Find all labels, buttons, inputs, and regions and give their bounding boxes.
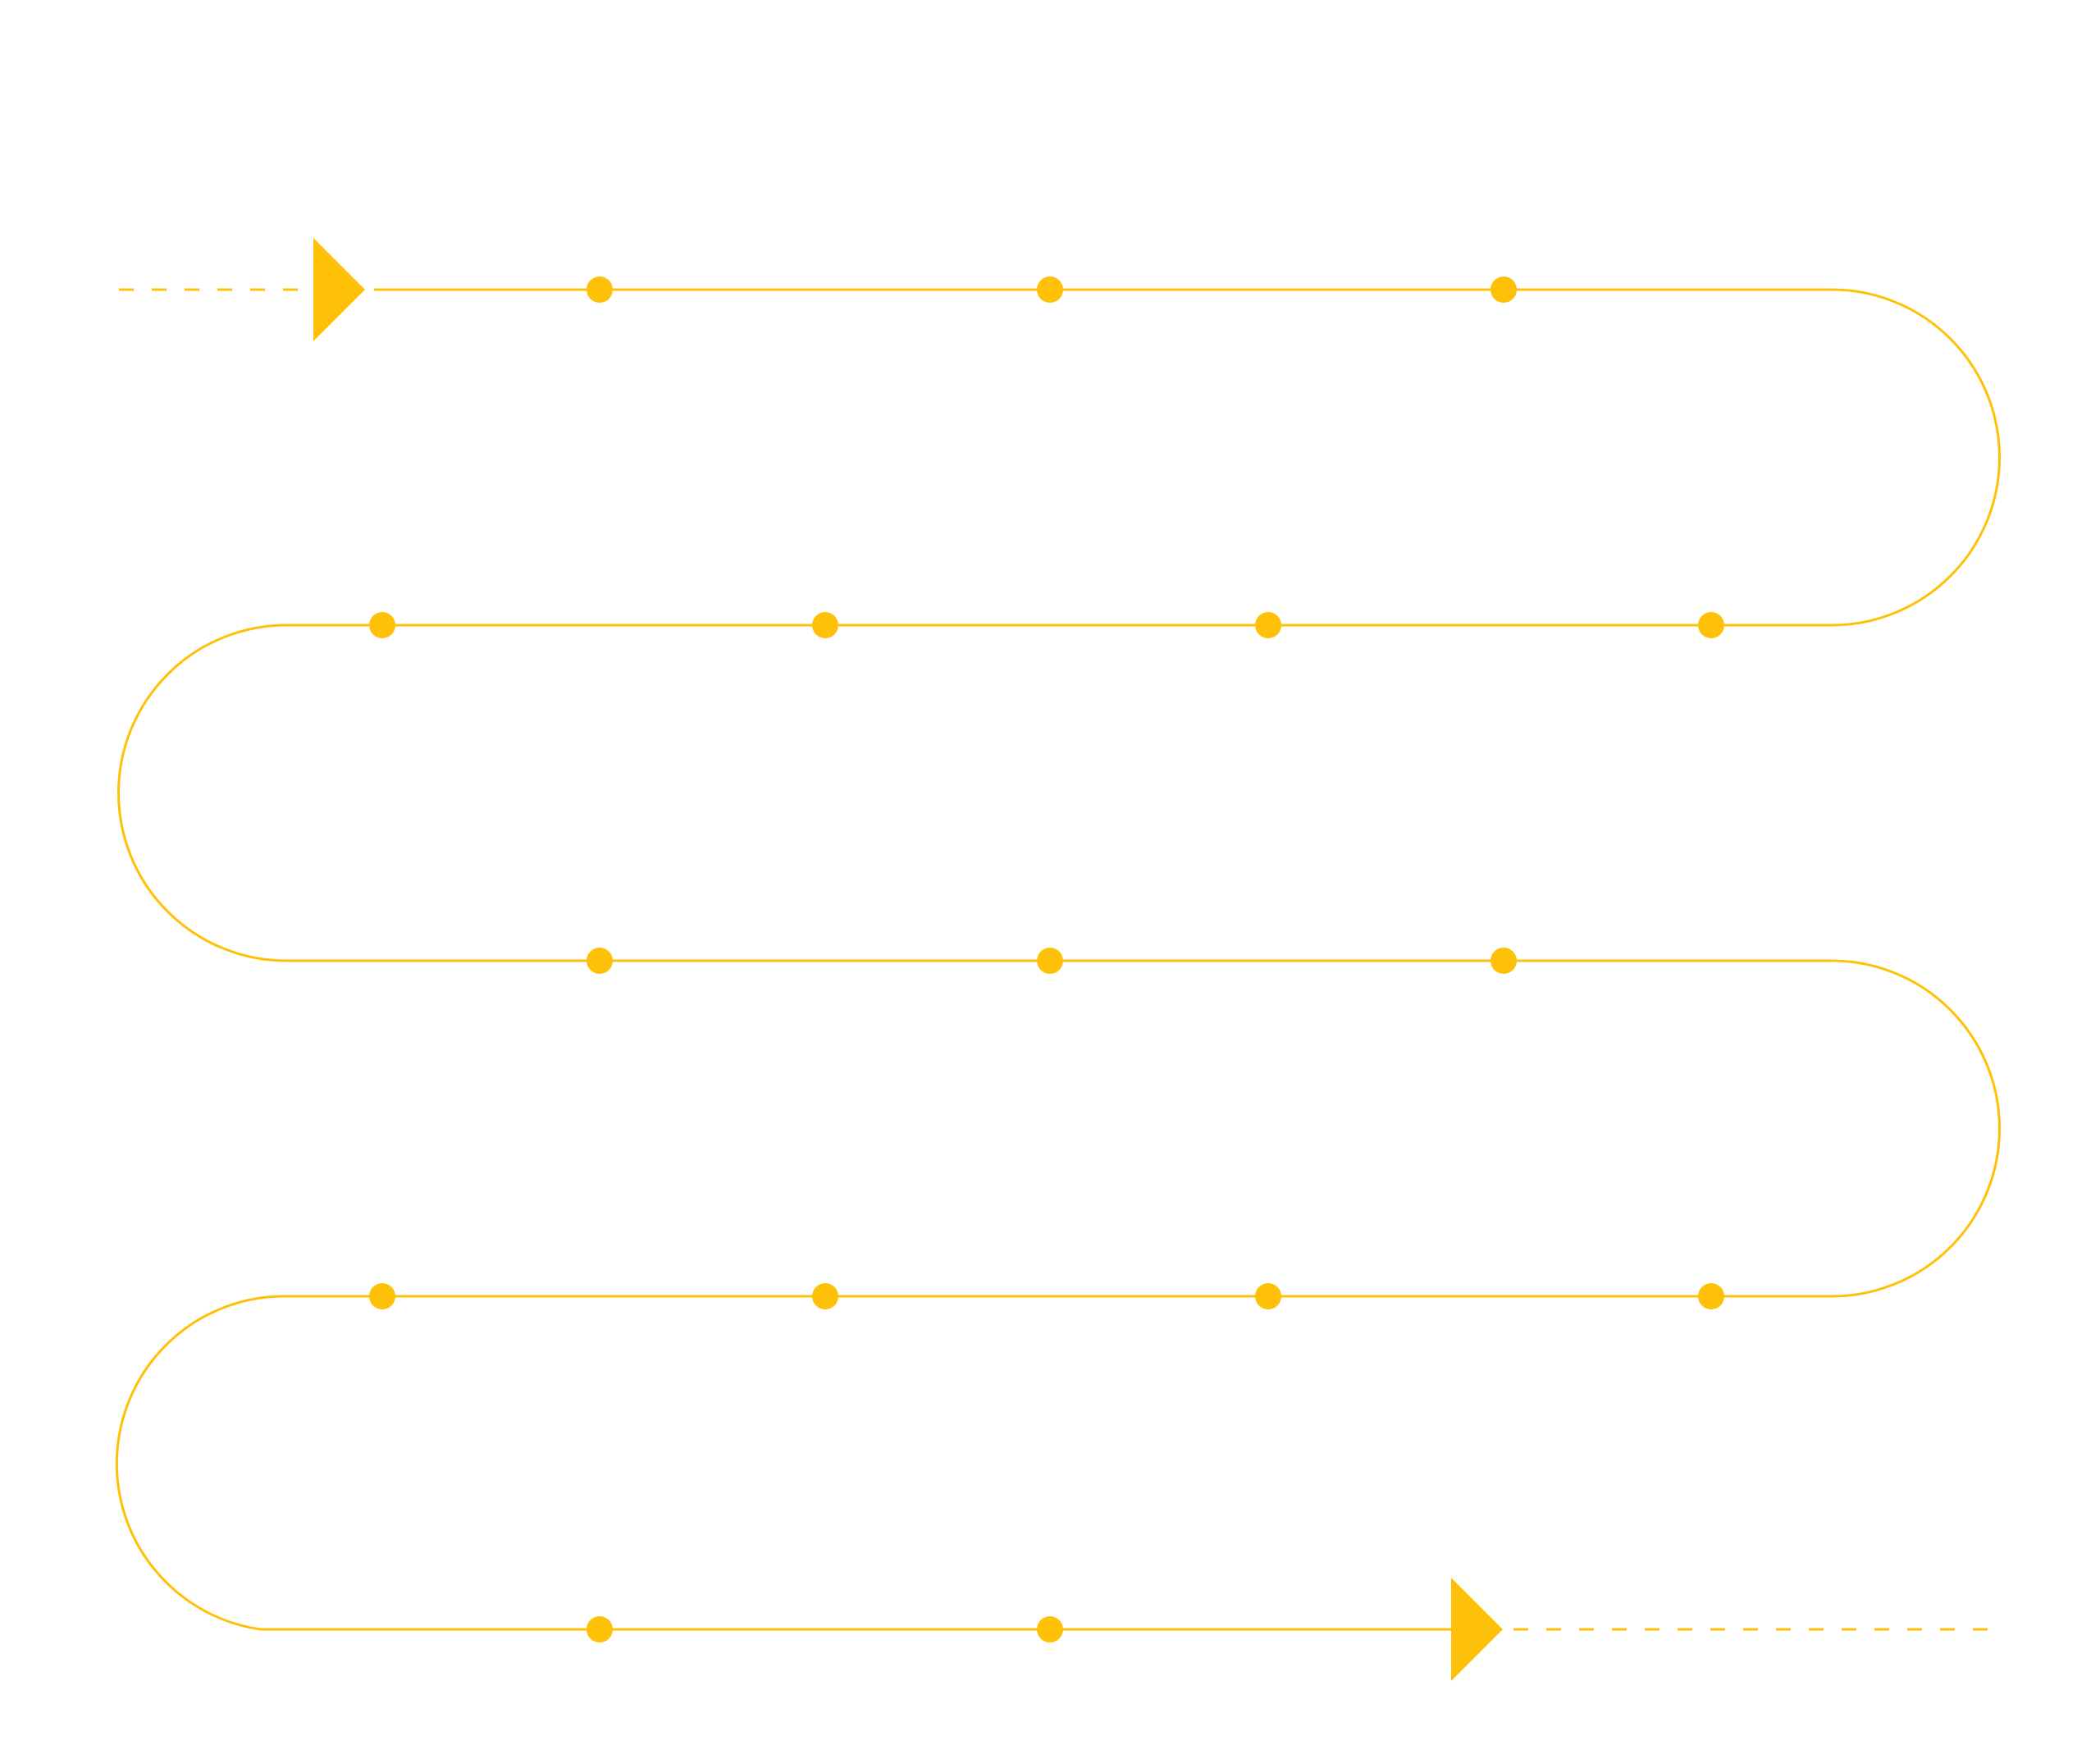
milestone-dot-row5-1 — [587, 1616, 613, 1642]
milestone-dot-row3-2 — [1037, 948, 1063, 974]
milestone-dot-row3-1 — [587, 948, 613, 974]
milestone-dot-row2-2 — [812, 612, 838, 638]
milestone-dot-row2-1 — [369, 612, 395, 638]
end-play-arrow-icon — [1451, 1578, 1503, 1681]
milestone-dot-row1-2 — [1037, 276, 1063, 303]
milestone-dot-row4-3 — [1255, 1283, 1281, 1309]
milestone-dot-row4-2 — [812, 1283, 838, 1309]
milestone-dot-row1-3 — [1491, 276, 1517, 303]
milestone-dot-row2-4 — [1698, 612, 1724, 638]
milestone-dot-row5-2 — [1037, 1616, 1063, 1642]
milestone-dot-row4-4 — [1698, 1283, 1724, 1309]
milestone-dot-row1-1 — [587, 276, 613, 303]
roadmap-route — [115, 288, 2001, 1631]
milestone-dot-row2-3 — [1255, 612, 1281, 638]
milestone-dot-row3-3 — [1491, 948, 1517, 974]
milestone-dots — [369, 276, 1724, 1642]
start-play-arrow-icon — [313, 238, 365, 341]
milestone-dot-row4-1 — [369, 1283, 395, 1309]
